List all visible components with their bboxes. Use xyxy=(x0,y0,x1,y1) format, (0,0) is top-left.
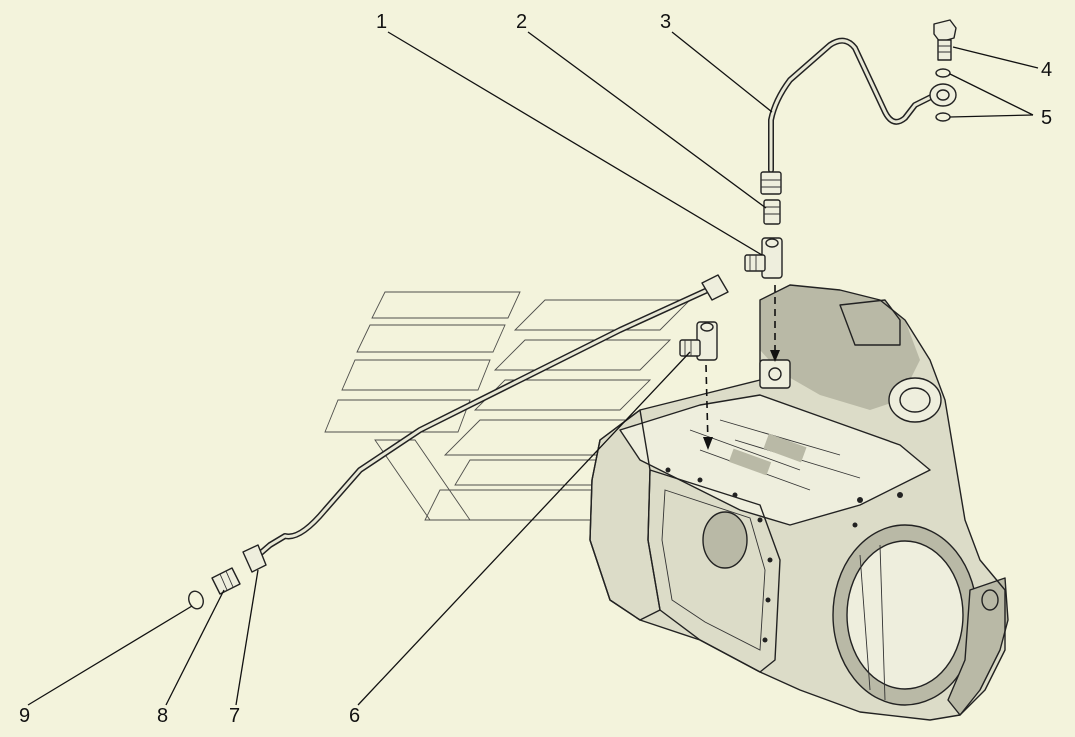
union-nut-upper-icon xyxy=(760,171,782,195)
callout-3: 3 xyxy=(660,11,671,33)
adapter-bottom-icon xyxy=(211,567,241,595)
transmission-housing-icon xyxy=(589,284,1009,721)
assembly-line-lower xyxy=(705,364,709,446)
oil-tube-upper-icon xyxy=(768,37,938,173)
oil-tube-lower-icon xyxy=(252,285,715,561)
leader-lines xyxy=(27,31,1039,706)
callout-1: 1 xyxy=(376,11,387,33)
callout-9: 9 xyxy=(19,705,30,727)
tee-fitting-upper-icon xyxy=(744,237,783,279)
union-nut-lower-top-icon xyxy=(701,274,729,301)
callout-6: 6 xyxy=(349,705,360,727)
banjo-fitting-icon xyxy=(929,83,957,107)
o-ring-icon xyxy=(188,590,204,610)
callout-4: 4 xyxy=(1041,59,1052,81)
housing-bolts xyxy=(665,467,903,643)
callout-7: 7 xyxy=(229,705,240,727)
callout-5: 5 xyxy=(1041,107,1052,129)
callout-numbers: 1 2 3 4 5 6 7 8 9 xyxy=(19,11,1052,727)
sealing-washer-lower-icon xyxy=(935,112,951,122)
callout-2: 2 xyxy=(516,11,527,33)
callout-8: 8 xyxy=(157,705,168,727)
sealing-washer-upper-icon xyxy=(935,68,951,78)
banjo-bolt-icon xyxy=(933,19,957,61)
tee-fitting-lower-icon xyxy=(679,321,718,361)
adapter-fitting-icon xyxy=(763,199,781,225)
union-nut-bottom-icon xyxy=(242,544,267,573)
